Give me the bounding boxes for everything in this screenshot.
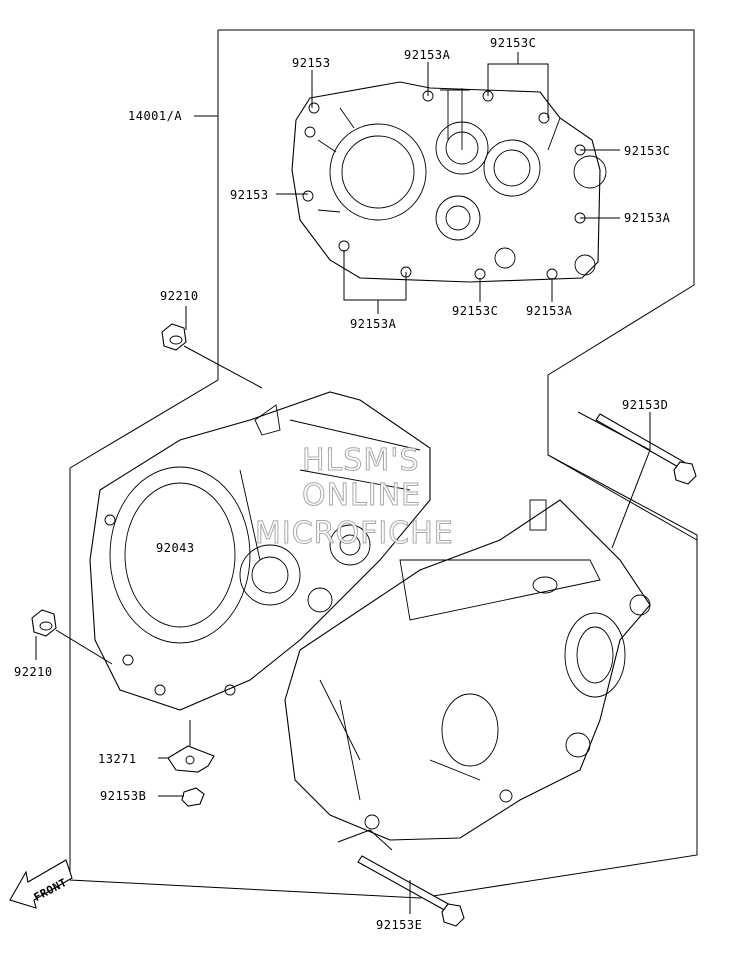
callout-92153b: 92153B bbox=[100, 789, 146, 803]
callout-14001a: 14001/A bbox=[128, 109, 182, 123]
crankcase-half-upper bbox=[291, 81, 607, 283]
callout-92153a-bottom-left: 92153A bbox=[350, 317, 397, 331]
callout-92043: 92043 bbox=[156, 541, 195, 555]
plate-13271 bbox=[167, 745, 215, 773]
assembly-outline bbox=[69, 29, 698, 899]
callout-92153d: 92153D bbox=[622, 398, 668, 412]
watermark-line-2: ONLINE bbox=[302, 478, 421, 513]
callout-92153c-bottom: 92153C bbox=[452, 304, 498, 318]
callout-92153c-top: 92153C bbox=[490, 36, 536, 50]
crankcase-right bbox=[284, 499, 651, 841]
watermark-line-3: MICROFICHE bbox=[255, 516, 454, 551]
cap-nut-92210-top bbox=[161, 323, 187, 351]
callout-92153-left: 92153 bbox=[230, 188, 269, 202]
crankcase-left bbox=[89, 391, 431, 711]
callout-92153c-right: 92153C bbox=[624, 144, 670, 158]
watermark: HLSM'S ONLINE MICROFICHE bbox=[255, 443, 454, 552]
callout-92210-top: 92210 bbox=[160, 289, 199, 303]
watermark-line-1: HLSM'S bbox=[302, 443, 420, 478]
cap-nut-92210-left bbox=[31, 609, 57, 637]
front-arrow: FRONT bbox=[9, 859, 73, 909]
callouts: 14001/A 92153 92153A 92153C 92153C 92153… bbox=[14, 36, 671, 932]
bolt-92153b bbox=[181, 787, 205, 807]
bolt-92153e bbox=[357, 855, 465, 927]
callout-92210-left: 92210 bbox=[14, 665, 53, 679]
callout-13271: 13271 bbox=[98, 752, 137, 766]
callout-92153-top-left: 92153 bbox=[292, 56, 331, 70]
leader-lines bbox=[35, 52, 651, 914]
callout-92153a-top: 92153A bbox=[404, 48, 451, 62]
callout-92153a-right: 92153A bbox=[624, 211, 671, 225]
callout-92153e: 92153E bbox=[376, 918, 422, 932]
callout-92153a-bottom: 92153A bbox=[526, 304, 573, 318]
bolt-92153d bbox=[595, 413, 697, 485]
